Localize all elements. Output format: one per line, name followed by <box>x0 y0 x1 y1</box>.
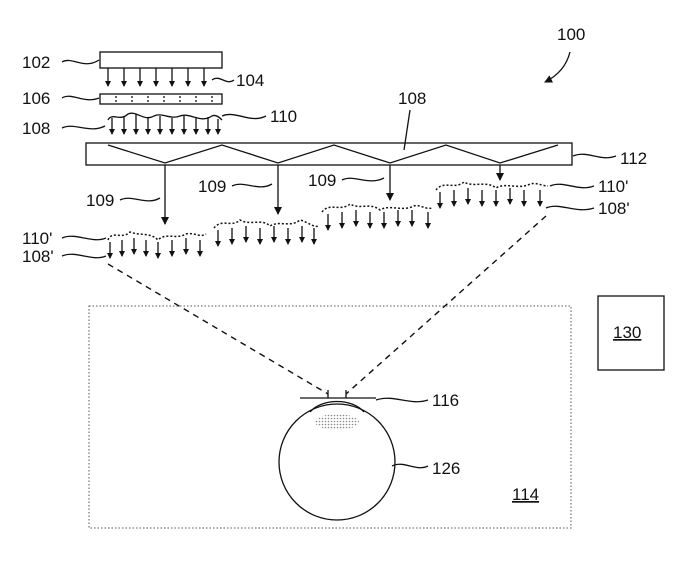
source-block-102 <box>99 51 223 69</box>
leader-108p-left <box>61 253 107 259</box>
leader-108-left <box>61 125 106 130</box>
leader-110p-right <box>549 183 595 189</box>
label-110p-right: 110' <box>598 177 628 196</box>
leader-109-3 <box>341 177 385 182</box>
waveguide-zigzag <box>107 144 559 164</box>
wavefront-110-arrows <box>109 114 221 135</box>
fov-line-left <box>107 263 329 395</box>
leader-116 <box>375 397 429 403</box>
leader-102 <box>61 59 100 65</box>
label-108p-right: 108' <box>598 199 630 218</box>
label-109-2: 109 <box>198 177 226 196</box>
label-112: 112 <box>620 149 647 168</box>
leader-104 <box>211 77 235 83</box>
label-106: 106 <box>22 89 50 108</box>
label-102: 102 <box>22 53 50 72</box>
wavefront-110 <box>107 112 223 121</box>
label-108-top: 108 <box>398 89 426 108</box>
plate-106-ticks <box>115 96 213 102</box>
eye-126 <box>278 403 396 521</box>
label-104: 104 <box>236 71 264 90</box>
label-108-left: 108 <box>22 119 50 138</box>
label-109-3: 109 <box>308 171 336 190</box>
label-110: 110 <box>270 107 297 126</box>
arrow-100 <box>544 51 571 83</box>
wavefront-108p-arrows <box>107 188 543 259</box>
leader-108-top <box>403 109 411 151</box>
plate-106 <box>99 93 223 105</box>
leader-109-2 <box>231 183 273 188</box>
label-126: 126 <box>432 459 460 478</box>
label-130: 130 <box>613 323 641 342</box>
leader-110p-left <box>61 235 107 241</box>
label-110p-left: 110' <box>22 229 52 248</box>
cornea <box>309 400 365 413</box>
fov-line-right <box>345 215 547 395</box>
leader-108p-right <box>545 205 595 211</box>
leader-126 <box>391 463 429 469</box>
pupil-shading <box>315 414 359 430</box>
region-box-114 <box>88 305 572 529</box>
label-100: 100 <box>557 25 585 44</box>
label-114: 114 <box>512 485 539 504</box>
label-108p-left: 108' <box>22 247 54 266</box>
label-109-1: 109 <box>86 191 114 210</box>
leader-106 <box>61 95 100 101</box>
waveguide-112 <box>85 142 573 166</box>
controller-box-130 <box>597 295 665 371</box>
label-116: 116 <box>432 391 459 410</box>
leader-109-1 <box>119 197 161 202</box>
source-arrows-104 <box>105 68 207 87</box>
leader-110 <box>221 113 267 120</box>
leader-112 <box>572 153 617 159</box>
